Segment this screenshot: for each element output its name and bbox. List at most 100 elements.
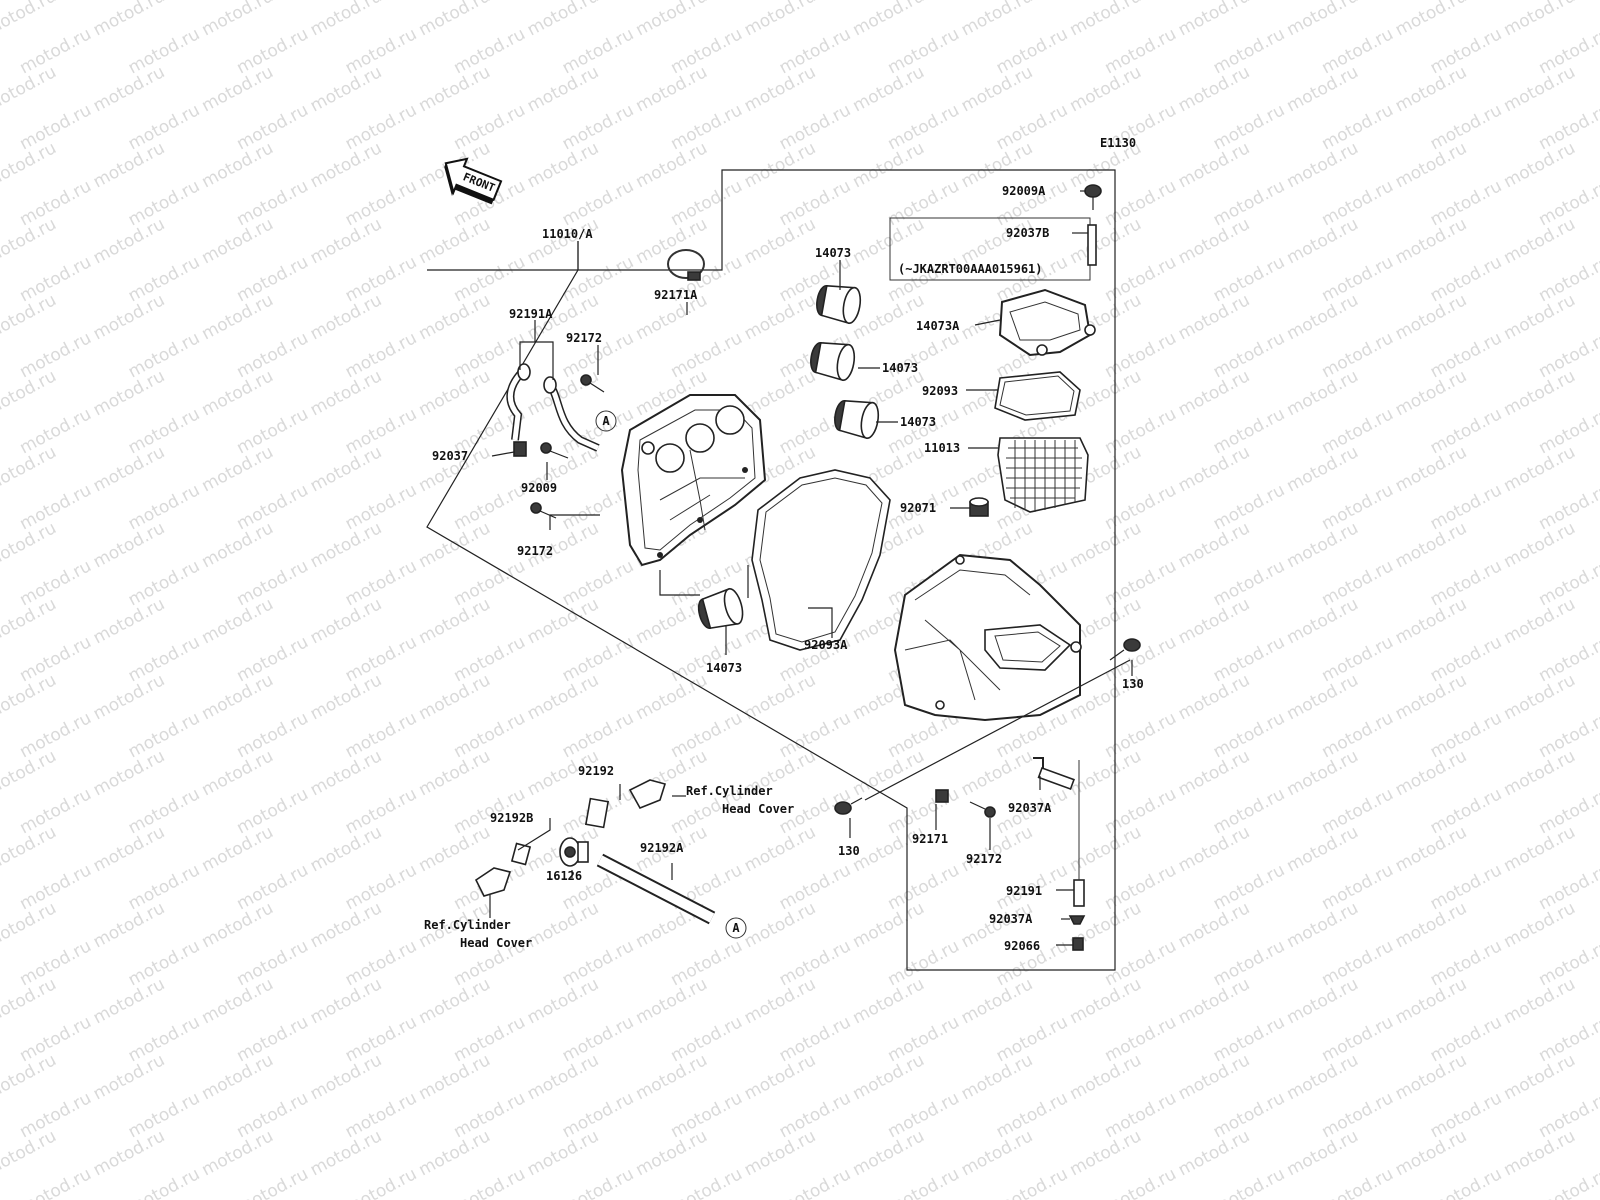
watermark-text: motod.ru <box>1101 252 1179 306</box>
watermark-text: motod.ru <box>884 252 962 306</box>
air-filter-element <box>997 437 1089 513</box>
watermark-text: motod.ru <box>16 936 94 990</box>
watermark-text: motod.ru <box>667 1012 745 1066</box>
watermark-text: motod.ru <box>342 860 420 914</box>
watermark-text: motod.ru <box>958 0 1036 40</box>
watermark-text: motod.ru <box>884 936 962 990</box>
screw-92172-bottom <box>969 801 996 818</box>
watermark-text: motod.ru <box>667 24 745 78</box>
watermark-text: motod.ru <box>667 1088 745 1142</box>
callout-a-lower-text: A <box>732 921 740 935</box>
cap-92066 <box>1072 937 1084 951</box>
watermark-text: motod.ru <box>1210 328 1288 382</box>
watermark-text: motod.ru <box>125 404 203 458</box>
watermark-text: motod.ru <box>559 1164 637 1200</box>
label-92192b: 92192B <box>490 811 533 825</box>
watermark-text: motod.ru <box>559 936 637 990</box>
watermark-text: motod.ru <box>125 252 203 306</box>
callout-a-upper-text: A <box>602 414 610 428</box>
watermark-text: motod.ru <box>559 252 637 306</box>
watermark-text: motod.ru <box>884 860 962 914</box>
watermark-text: motod.ru <box>632 0 710 40</box>
watermark-text: motod.ru <box>1427 100 1505 154</box>
watermark-text: motod.ru <box>233 1088 311 1142</box>
watermark-text: motod.ru <box>993 1012 1071 1066</box>
watermark-text: motod.ru <box>776 24 854 78</box>
label-92037: 92037 <box>432 449 468 463</box>
tube-92037a <box>1037 766 1075 791</box>
watermark-text: motod.ru <box>125 100 203 154</box>
callout-a-upper: A <box>595 410 617 432</box>
watermark-text: motod.ru <box>233 328 311 382</box>
watermark-text: motod.ru <box>450 1164 528 1200</box>
watermark-text: motod.ru <box>1210 252 1288 306</box>
watermark-text: motod.ru <box>884 1164 962 1200</box>
label-92037a-top: 92037A <box>1008 801 1052 815</box>
watermark-text: motod.ru <box>1427 1088 1505 1142</box>
watermark-text: motod.ru <box>125 784 203 838</box>
watermark-text: motod.ru <box>233 556 311 610</box>
watermark-text: motod.ru <box>342 1164 420 1200</box>
hose-92192 <box>584 797 610 829</box>
watermark-text: motod.ru <box>233 252 311 306</box>
watermark-text: motod.ru <box>776 1088 854 1142</box>
rod-92037b <box>1087 224 1097 266</box>
label-14073-mid2: 14073 <box>900 415 936 429</box>
watermark-text: motod.ru <box>125 480 203 534</box>
watermark-text: motod.ru <box>16 1088 94 1142</box>
watermark-text: motod.ru <box>16 1012 94 1066</box>
watermark-text: motod.ru <box>559 1012 637 1066</box>
watermark-text: motod.ru <box>342 1088 420 1142</box>
watermark-text: motod.ru <box>125 632 203 686</box>
watermark-text: motod.ru <box>233 860 311 914</box>
watermark-text: motod.ru <box>559 1088 637 1142</box>
resonator-cover <box>998 288 1096 357</box>
watermark-text: motod.ru <box>1427 176 1505 230</box>
plug-92191 <box>1073 760 1085 907</box>
watermark-text: motod.ru <box>16 860 94 914</box>
label-11010a: 11010/A <box>542 227 593 241</box>
watermark-text: motod.ru <box>1101 708 1179 762</box>
watermark-text: motod.ru <box>1392 0 1470 40</box>
watermark-text: motod.ru <box>776 176 854 230</box>
label-92009a: 92009A <box>1002 184 1046 198</box>
watermark-text: motod.ru <box>667 632 745 686</box>
watermark-text: motod.ru <box>342 708 420 762</box>
watermark-text: motod.ru <box>1318 1164 1396 1200</box>
watermark-text: motod.ru <box>16 1164 94 1200</box>
watermark-text: motod.ru <box>90 0 168 40</box>
watermark-text: motod.ru <box>1318 176 1396 230</box>
watermark-text: motod.ru <box>1210 556 1288 610</box>
watermark-text: motod.ru <box>342 784 420 838</box>
label-92037b: 92037B <box>1006 226 1049 240</box>
watermark-text: motod.ru <box>342 24 420 78</box>
watermark-text: motod.ru <box>884 24 962 78</box>
watermark-text: motod.ru <box>667 936 745 990</box>
watermark-text: motod.ru <box>233 480 311 534</box>
watermark-text: motod.ru <box>125 1088 203 1142</box>
watermark-text: motod.ru <box>1427 328 1505 382</box>
watermark-text: motod.ru <box>849 0 927 40</box>
watermark-text: motod.ru <box>125 328 203 382</box>
watermark-text: motod.ru <box>1318 632 1396 686</box>
watermark-text: motod.ru <box>1427 708 1505 762</box>
watermark-text: motod.ru <box>1210 1164 1288 1200</box>
watermark-text: motod.ru <box>1101 784 1179 838</box>
watermark-text: motod.ru <box>125 24 203 78</box>
watermark-text: motod.ru <box>1101 1012 1179 1066</box>
watermark-text: motod.ru <box>16 404 94 458</box>
watermark-text: motod.ru <box>1427 936 1505 990</box>
watermark-text: motod.ru <box>125 1164 203 1200</box>
watermark-text: motod.ru <box>1101 936 1179 990</box>
watermark-text: motod.ru <box>1210 100 1288 154</box>
watermark-text: motod.ru <box>776 100 854 154</box>
watermark-text: motod.ru <box>233 784 311 838</box>
watermark-text: motod.ru <box>667 708 745 762</box>
watermark-text: motod.ru <box>993 1164 1071 1200</box>
watermark-text: motod.ru <box>1210 860 1288 914</box>
watermark-text: motod.ru <box>450 252 528 306</box>
watermark-text: motod.ru <box>1318 708 1396 762</box>
part-labels: E1130 92009A 92037B (~JKAZRT00AAA015961)… <box>424 136 1144 953</box>
watermark-text: motod.ru <box>1318 556 1396 610</box>
